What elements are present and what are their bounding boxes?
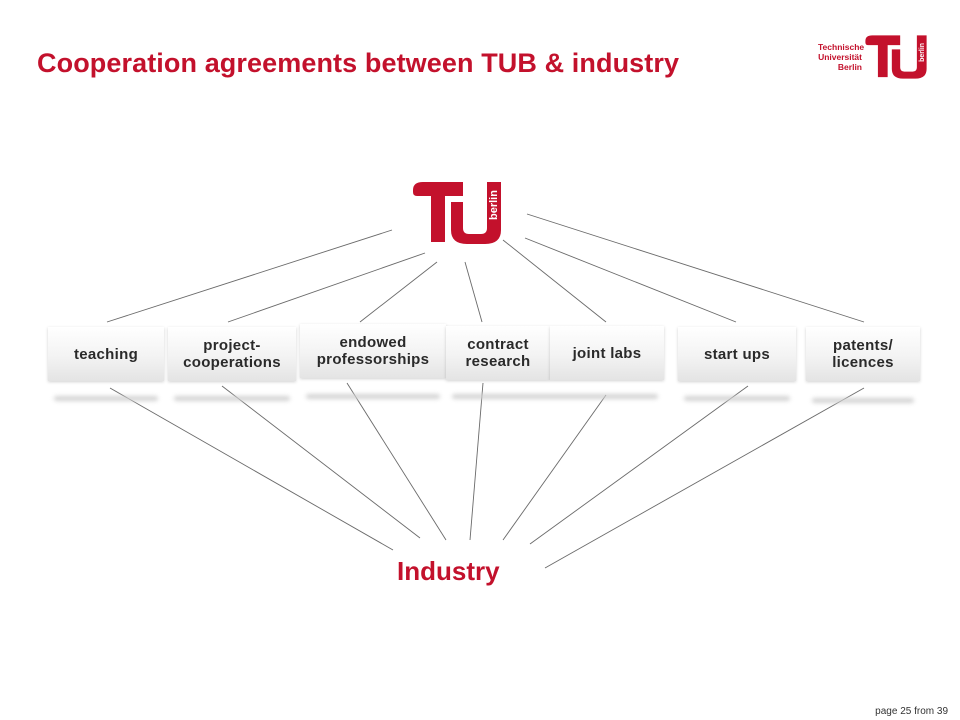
industry-label: Industry (397, 556, 500, 586)
university-name-line-2: Universität (818, 52, 862, 62)
reflection-endowed-professorships (306, 394, 440, 399)
center-logo-mark-text: berlin (488, 190, 500, 220)
bottom-line-teaching (109, 387, 394, 551)
university-name-line-3: Berlin (837, 62, 862, 72)
bottom-line-project-cooperations (221, 385, 421, 539)
bottom-line-patents-licences (544, 387, 865, 569)
logo-mark-text: berlin (919, 43, 926, 62)
reflection-start-ups (684, 396, 790, 401)
tu-berlin-logo-icon: berlin (413, 182, 501, 244)
category-joint-labs: joint labs (550, 326, 664, 380)
category-endowed-professorships: endowed professorships (300, 324, 446, 378)
reflection-patents-licences (812, 398, 914, 403)
bottom-line-start-ups (529, 385, 749, 545)
top-line-patents-licences (526, 213, 865, 323)
university-name-line-1: Technische (818, 42, 865, 52)
top-line-endowed-professorships (359, 261, 438, 323)
category-start-ups: start ups (678, 327, 796, 381)
university-name: Technische Universität Berlin (818, 42, 865, 72)
tu-berlin-header-logo: Technische Universität Berlin berlin (818, 30, 928, 94)
category-teaching: teaching (48, 327, 164, 381)
top-line-project-cooperations (227, 252, 426, 323)
bottom-line-contract-research (469, 382, 484, 541)
reflection-contract-research-joint-labs (452, 394, 658, 399)
top-line-teaching (106, 229, 393, 323)
category-contract-research: contract research (446, 326, 550, 380)
tu-berlin-logo-icon: berlin (865, 35, 927, 79)
top-line-joint-labs (502, 239, 607, 323)
category-patents-licences: patents/ licences (806, 327, 920, 381)
top-line-contract-research (464, 261, 483, 323)
bottom-line-joint-labs (502, 394, 607, 541)
slide-title: Cooperation agreements between TUB & ind… (37, 48, 680, 78)
page-number: page 25 from 39 (875, 706, 948, 717)
category-project-cooperations: project- cooperations (168, 327, 296, 381)
top-line-start-ups (524, 237, 737, 323)
reflection-teaching (54, 396, 158, 401)
reflection-project-cooperations (174, 396, 290, 401)
bottom-line-endowed-professorships (346, 382, 447, 541)
